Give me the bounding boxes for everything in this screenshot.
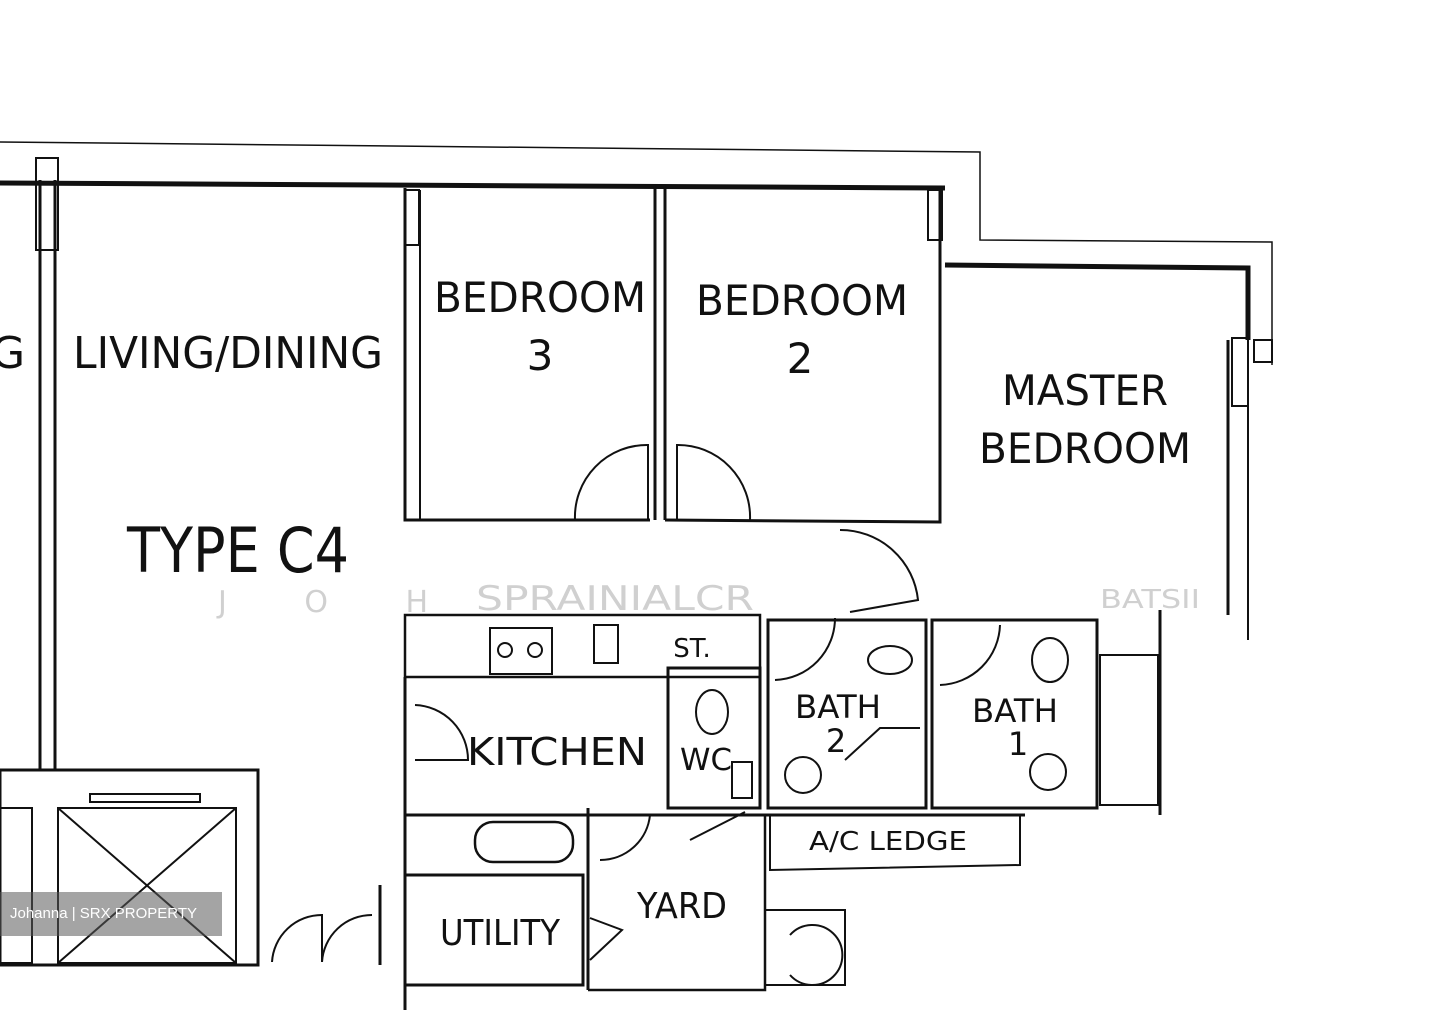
bedroom2-window <box>927 189 943 241</box>
bedroom2-label-line2: 2 <box>787 334 814 383</box>
watermark-letters: J O H <box>216 585 462 620</box>
bedroom3-label-line2: 3 <box>527 331 554 380</box>
store-box <box>593 624 619 664</box>
yard-label: YARD <box>636 886 727 927</box>
bath2-basin <box>784 756 822 794</box>
corridor-faded-text: SPRAINIALCR <box>476 579 754 619</box>
lift-cross-b <box>57 807 237 964</box>
living-dining-label: LIVING/DINING <box>73 328 383 379</box>
bedroom3-label-line1: BEDROOM <box>434 273 646 322</box>
master-ledge-box <box>1253 339 1273 363</box>
store-label: ST. <box>673 634 711 664</box>
bath2-shower <box>844 727 920 761</box>
wc-label: WC <box>680 743 732 778</box>
kitchen-label: KITCHEN <box>467 730 647 774</box>
yard-door <box>599 814 651 862</box>
pillar-left <box>35 157 59 251</box>
bath1-door <box>939 624 1001 686</box>
master-top-wall <box>944 262 1251 340</box>
sink-bowl-b <box>527 642 543 658</box>
master-door <box>839 528 920 613</box>
bedroom3-walls <box>403 188 650 522</box>
bath1-tub <box>1099 654 1159 806</box>
utility-door <box>589 917 624 961</box>
bedroom2-walls <box>664 188 942 524</box>
ac-unit-fan <box>789 924 844 986</box>
master-label-line2: BEDROOM <box>979 424 1191 473</box>
wall-lines <box>0 141 1273 1010</box>
bedroom2-label-line1: BEDROOM <box>696 276 908 325</box>
bath2-label-line2: 2 <box>826 722 846 760</box>
sink-bowl-a <box>497 642 513 658</box>
kitchen-door <box>414 704 470 761</box>
wc-room <box>666 666 762 810</box>
bath2-room <box>766 618 928 810</box>
bath1-basin <box>1029 753 1067 791</box>
yard-door-b <box>689 811 746 841</box>
lift-car-left <box>0 807 33 964</box>
ac-unit <box>764 909 846 986</box>
bedroom3-door <box>573 443 649 521</box>
entrance-door <box>271 913 373 963</box>
yard-outline <box>588 815 767 992</box>
bath2-label-line1: BATH <box>795 688 881 726</box>
outer-boundary-top <box>0 141 1273 365</box>
bath2-toilet <box>867 645 913 675</box>
lift-door-bar <box>89 793 201 803</box>
wc-basin <box>731 761 753 799</box>
ac-ledge-outline <box>769 815 1021 872</box>
wc-toilet <box>695 689 729 735</box>
faded-marks: J O H SPRAINIALCR BATSII <box>216 579 1200 620</box>
lift-car-right <box>57 807 237 964</box>
type-label: TYPE C4 <box>126 514 349 587</box>
utility-room <box>403 873 585 987</box>
bath1-label-line2: 1 <box>1008 725 1028 763</box>
bath1-room <box>930 618 1099 810</box>
living-cut-label: G <box>0 328 25 379</box>
master-label-line1: MASTER <box>1002 366 1168 415</box>
bedroom2-door <box>676 443 752 521</box>
bath1-label-line1: BATH <box>972 692 1058 730</box>
bath1-toilet <box>1031 637 1069 683</box>
room-labels: G LIVING/DINING TYPE C4 BEDROOM 3 BEDROO… <box>0 273 1191 954</box>
watermark-banner: Johanna | SRX PROPERTY <box>0 892 222 936</box>
ac-ledge-label: A/C LEDGE <box>809 827 967 857</box>
kitchen-counter <box>403 613 762 679</box>
master-window <box>1231 337 1249 407</box>
washer <box>473 820 575 864</box>
top-wall <box>0 180 946 191</box>
kitchen-sink <box>489 627 553 675</box>
shaft-faded-text: BATSII <box>1100 585 1200 615</box>
bath2-door <box>774 617 836 681</box>
bedroom3-window <box>404 189 420 246</box>
utility-label: UTILITY <box>440 913 561 954</box>
lift-lobby <box>0 768 260 967</box>
